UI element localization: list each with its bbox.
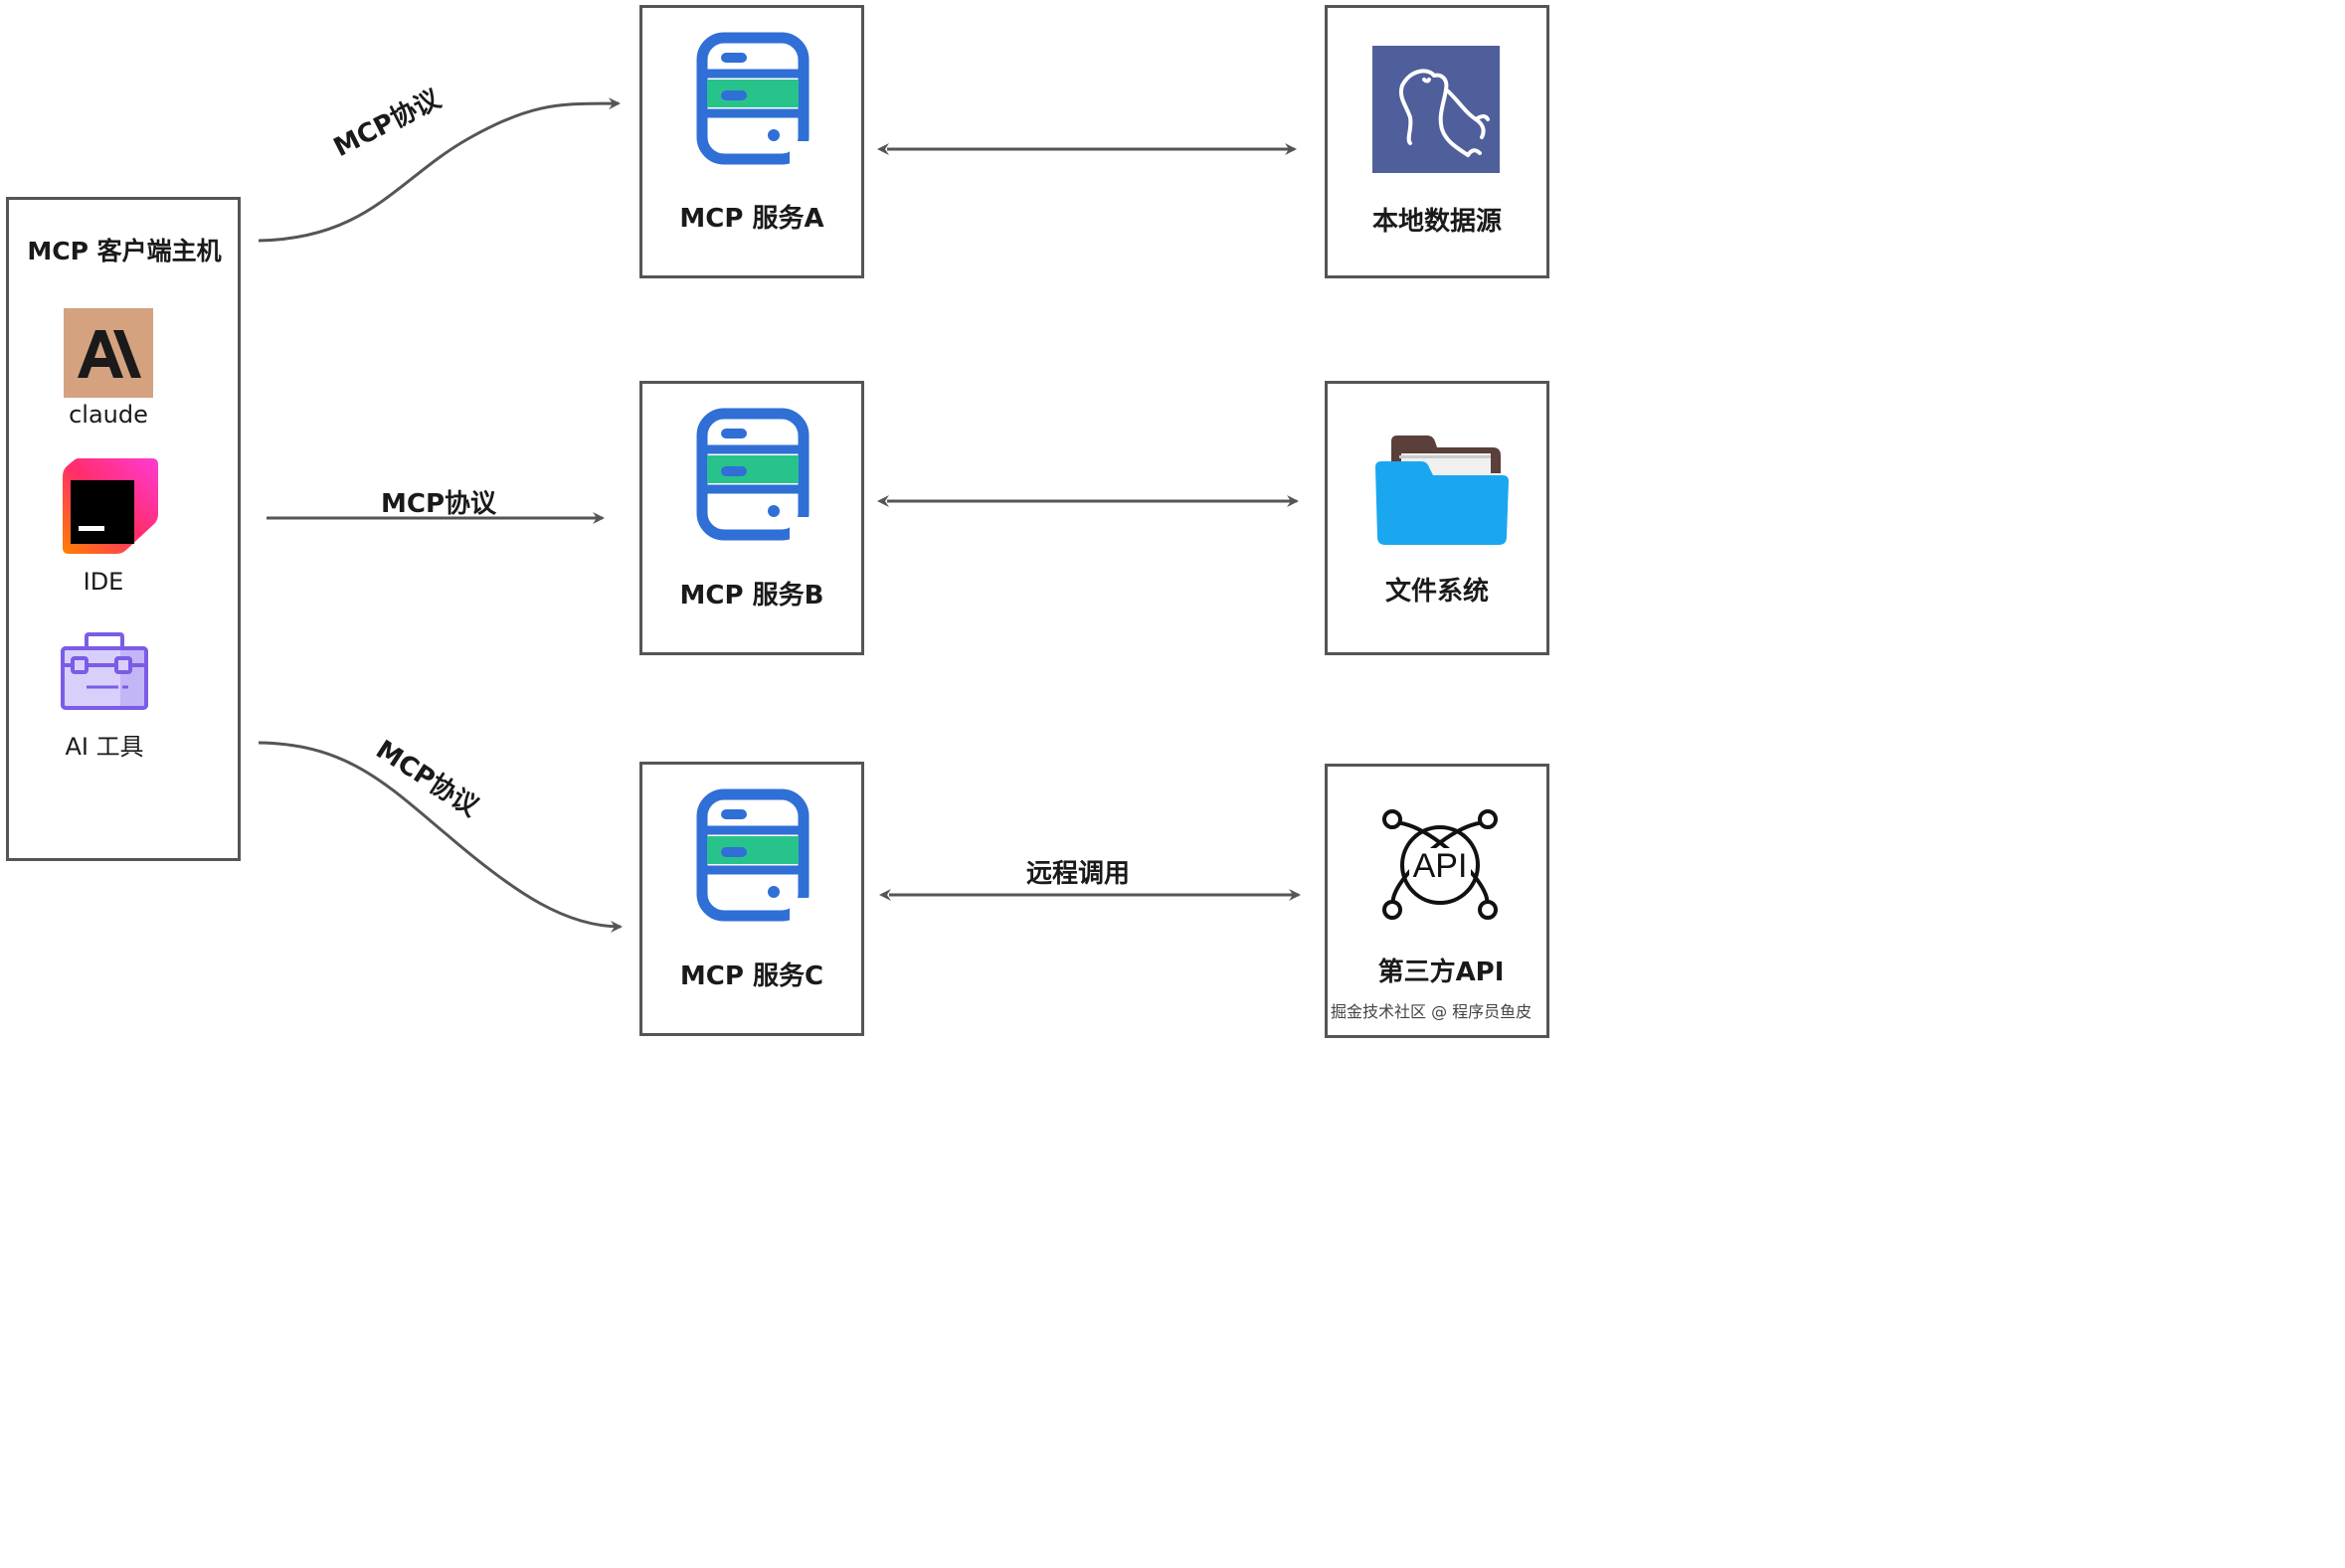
anthropic-logo-icon: [64, 308, 153, 398]
server-box-a: MCP 服务A: [639, 5, 864, 278]
server-label-c: MCP 服务C: [679, 961, 824, 991]
server-box-c: MCP 服务C: [639, 762, 864, 1036]
resource-box-local-data: 本地数据源: [1325, 5, 1549, 278]
resource-box-third-party-api: API 第三方API: [1325, 764, 1549, 1038]
edge-label-host-to-b: MCP协议: [381, 489, 497, 519]
toolbox-icon: [59, 631, 150, 713]
server-icon: [696, 32, 812, 165]
watermark: 掘金技术社区 @ 程序员鱼皮: [1331, 1002, 1533, 1021]
mysql-dolphin-icon: [1372, 46, 1500, 173]
server-label-b: MCP 服务B: [679, 581, 824, 610]
resource-label-local-data: 本地数据源: [1371, 207, 1502, 237]
app-label-claude: claude: [69, 401, 148, 429]
resource-box-file-system: 文件系统: [1325, 381, 1549, 655]
server-box-b: MCP 服务B: [639, 381, 864, 655]
api-icon: API: [1379, 806, 1501, 924]
svg-text:API: API: [1413, 847, 1468, 885]
app-label-ai-tool: AI 工具: [65, 733, 144, 761]
edge-label-c-to-api: 远程调用: [1026, 859, 1131, 889]
app-label-ide: IDE: [83, 568, 124, 596]
resource-label-third-party-api: 第三方API: [1377, 958, 1505, 987]
edge-host-to-c: [258, 741, 623, 933]
server-icon: [696, 788, 812, 922]
server-label-a: MCP 服务A: [679, 204, 824, 234]
host-box: MCP 客户端主机 claude IDE: [6, 197, 241, 861]
jetbrains-ide-icon: [61, 456, 160, 554]
host-title: MCP 客户端主机: [27, 237, 222, 265]
server-icon: [696, 408, 812, 541]
connectors: [258, 97, 1301, 933]
resource-label-file-system: 文件系统: [1384, 577, 1489, 607]
folder-icon: [1371, 434, 1511, 551]
edge-host-to-a: [258, 97, 621, 243]
